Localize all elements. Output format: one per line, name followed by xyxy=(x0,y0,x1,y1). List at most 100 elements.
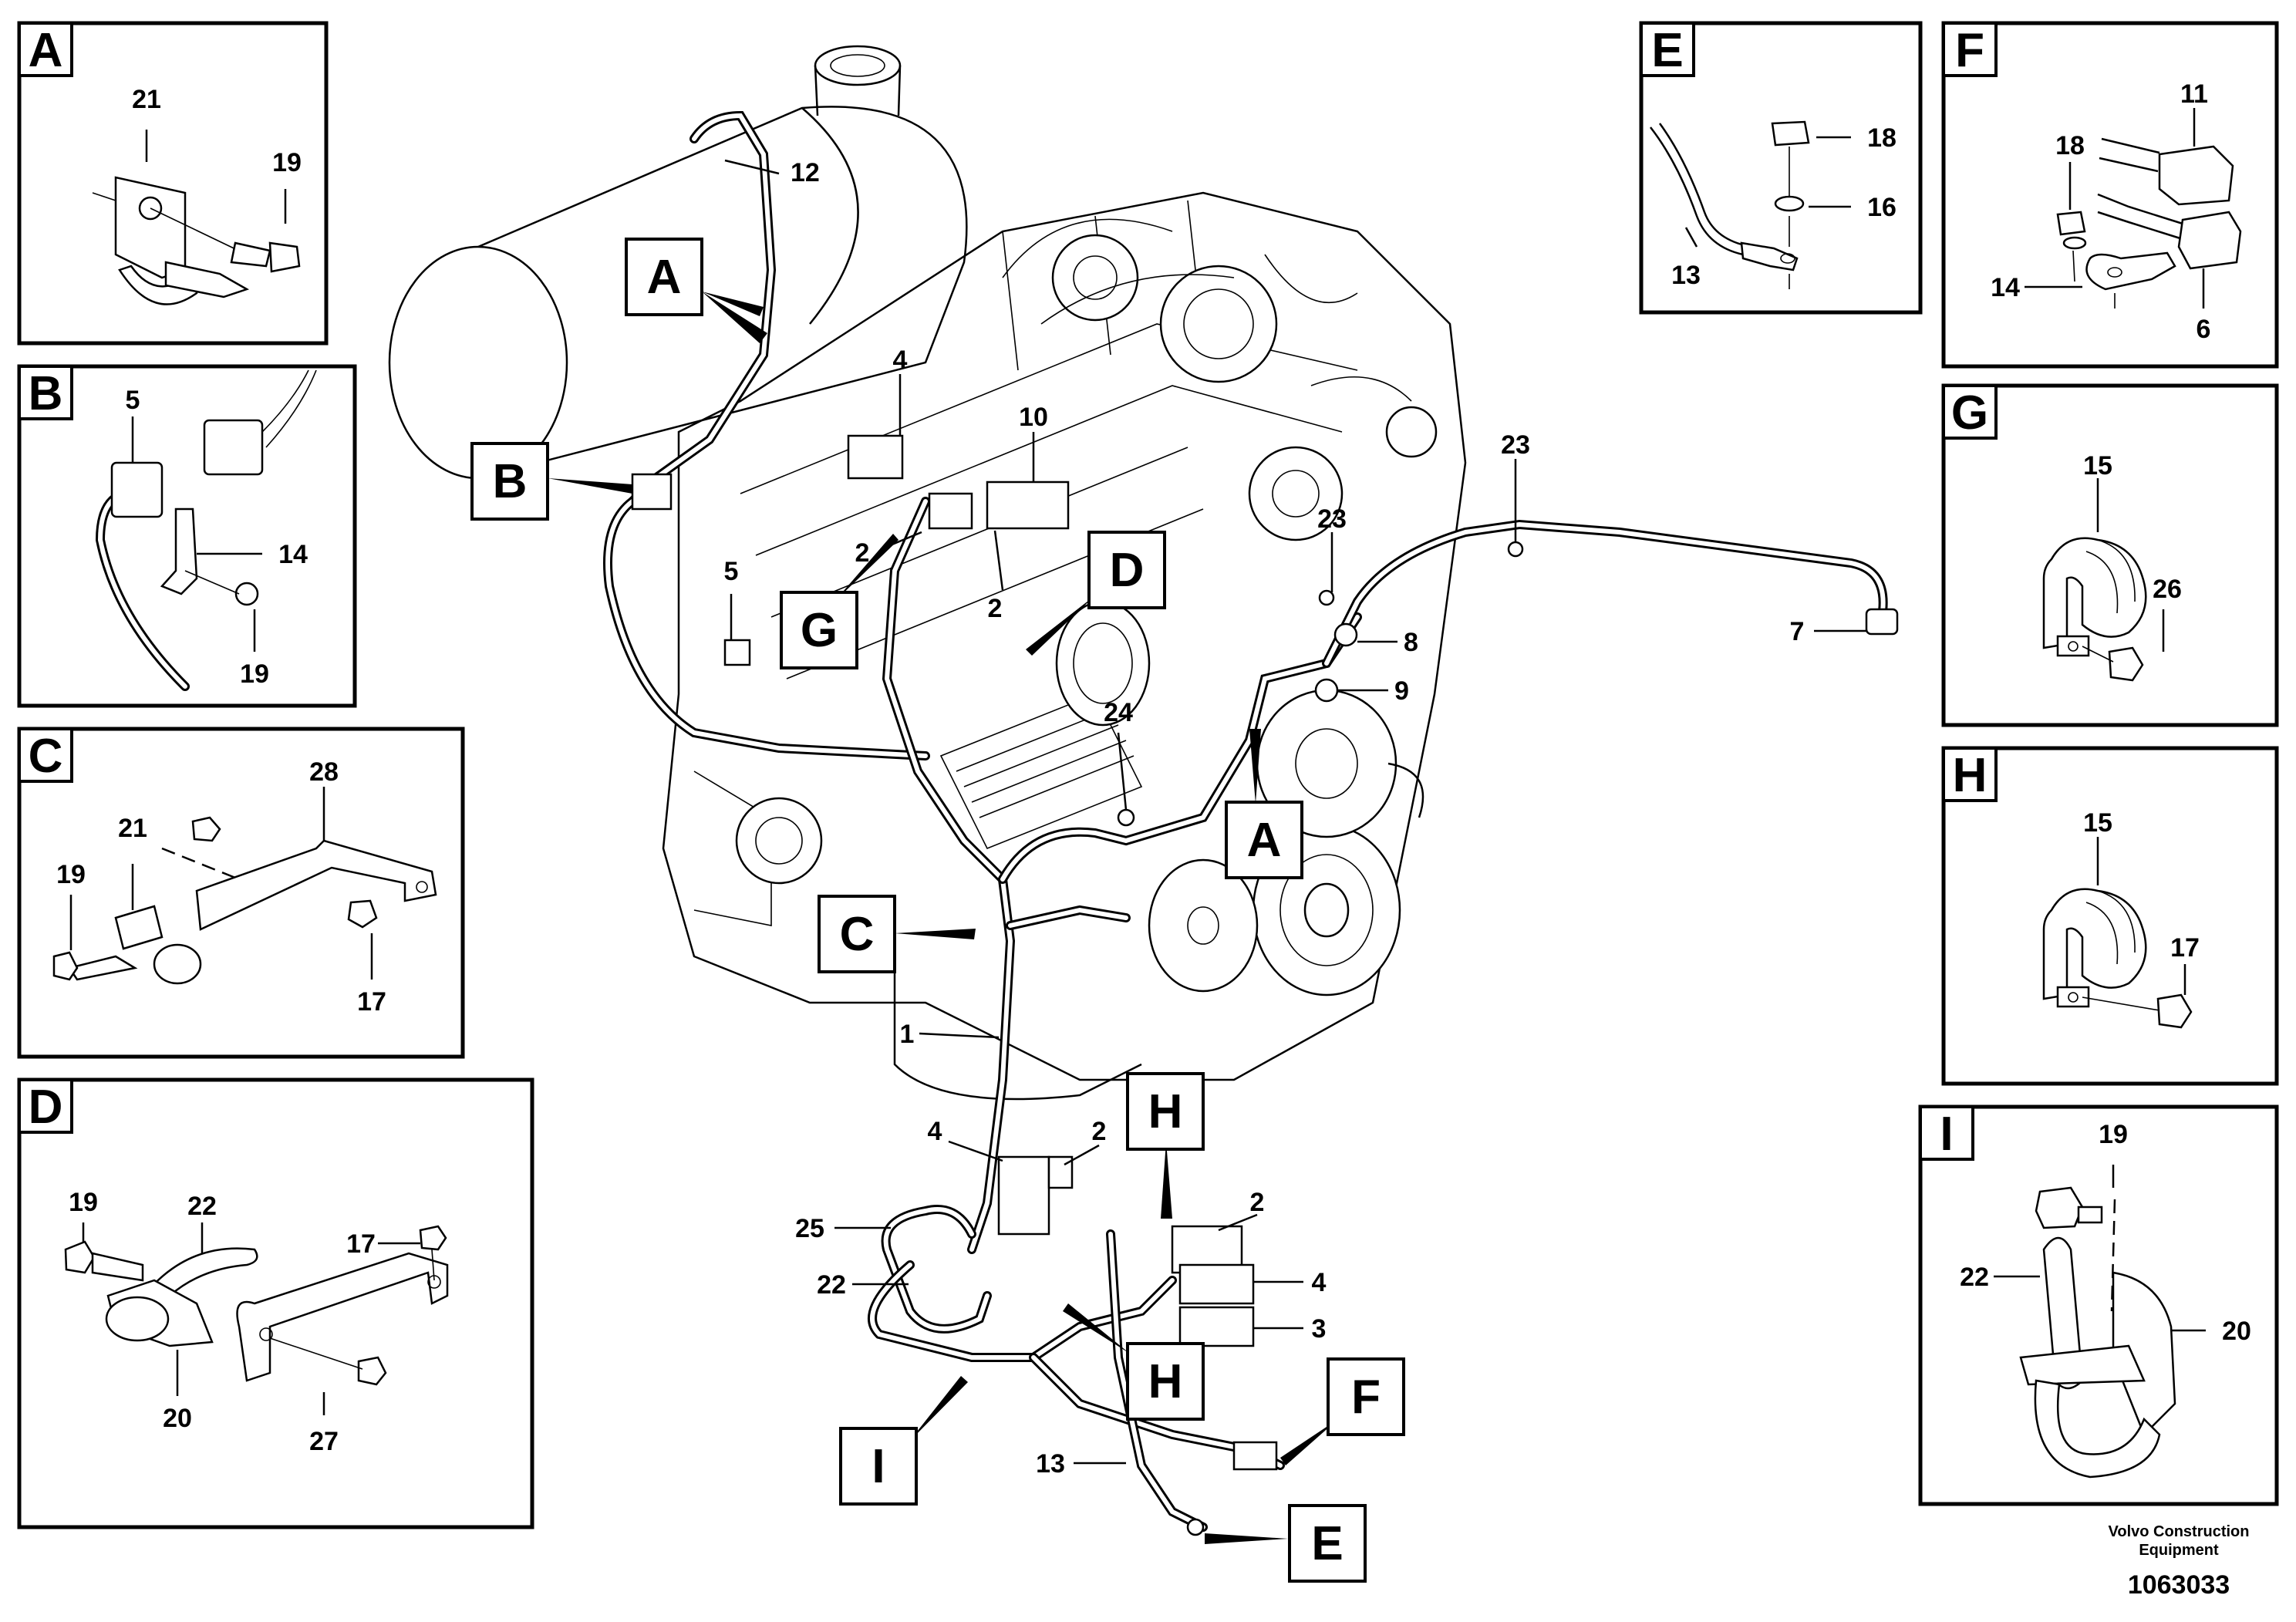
connector-4-bottom xyxy=(997,1155,1050,1236)
detail-view-b: B 5 14 19 xyxy=(17,364,357,708)
engine-alternator xyxy=(1055,600,1151,727)
detail-c-callout-17: 17 xyxy=(357,987,386,1017)
svg-text:C: C xyxy=(840,908,875,961)
callout-7: 7 xyxy=(1790,617,1805,646)
detail-d-callout-19: 19 xyxy=(69,1188,98,1217)
detail-view-f: F 11 18 14 6 xyxy=(1941,21,2279,369)
svg-text:B: B xyxy=(29,367,63,420)
detail-d-callout-22: 22 xyxy=(187,1192,217,1221)
view-marker-a-lower: A xyxy=(1225,729,1303,879)
svg-text:D: D xyxy=(1110,544,1145,597)
detail-view-h: H 15 17 xyxy=(1941,746,2279,1086)
detail-view-d: D 19 22 17 20 27 xyxy=(17,1077,534,1529)
main-view-callouts: 12 4 10 2 2 5 23 23 8 9 7 24 1 4 2 2 25 xyxy=(724,158,1866,1479)
callout-2-bottom: 2 xyxy=(1092,1117,1107,1146)
callout-12: 12 xyxy=(791,158,820,187)
view-marker-h-lower: H xyxy=(1063,1303,1205,1421)
connector-10 xyxy=(986,481,1070,530)
callout-3: 3 xyxy=(1312,1314,1327,1344)
callout-13: 13 xyxy=(1036,1449,1065,1479)
svg-text:H: H xyxy=(1148,1085,1183,1138)
connector-4-top xyxy=(847,434,904,480)
detail-c-callout-19: 19 xyxy=(56,860,86,889)
svg-text:I: I xyxy=(1940,1108,1953,1161)
svg-text:D: D xyxy=(29,1081,63,1134)
svg-text:F: F xyxy=(1955,24,1984,77)
callout-10: 10 xyxy=(1019,403,1048,432)
view-marker-b: B xyxy=(470,442,632,521)
detail-d-callout-17: 17 xyxy=(346,1229,376,1259)
detail-e-callout-16: 16 xyxy=(1867,193,1896,222)
view-marker-f: F xyxy=(1280,1357,1405,1465)
footer: Volvo Construction Equipment 1063033 xyxy=(2109,1523,2250,1600)
detail-i-callout-19: 19 xyxy=(2099,1120,2128,1149)
callout-9: 9 xyxy=(1394,676,1409,706)
detail-f-callout-6: 6 xyxy=(2197,315,2211,344)
credit-line-1: Volvo Construction xyxy=(2109,1523,2250,1540)
detail-view-a: A 21 19 xyxy=(17,21,329,346)
engine-oil-pan xyxy=(893,964,1142,1101)
callout-4: 4 xyxy=(893,346,908,375)
engine-exhaust-drum xyxy=(388,45,968,480)
callout-8: 8 xyxy=(1404,628,1418,657)
wiring-harness xyxy=(603,110,1899,1536)
engine-drawing xyxy=(388,45,1467,1101)
view-marker-e: E xyxy=(1205,1504,1367,1583)
view-marker-c: C xyxy=(818,895,976,973)
view-marker-g: G xyxy=(780,534,899,669)
detail-g-callout-15: 15 xyxy=(2083,451,2112,481)
connector-2-top xyxy=(928,492,973,530)
view-marker-d: D xyxy=(1026,531,1166,656)
callout-5: 5 xyxy=(724,557,739,586)
svg-text:E: E xyxy=(1651,24,1683,77)
callout-23-right: 23 xyxy=(1501,430,1530,460)
callout-24: 24 xyxy=(1104,698,1133,727)
clamp-23-right xyxy=(1507,541,1524,558)
detail-b-callout-14: 14 xyxy=(278,540,308,569)
callout-2-right: 2 xyxy=(1250,1188,1265,1217)
engine-turbo xyxy=(1002,218,1438,541)
connector-9 xyxy=(1314,678,1339,703)
ground-eyelet-24 xyxy=(1117,808,1135,827)
detail-h-callout-15: 15 xyxy=(2083,808,2112,838)
detail-a-callout-19: 19 xyxy=(272,148,302,177)
callout-22: 22 xyxy=(817,1270,846,1300)
detail-c-callout-21: 21 xyxy=(118,814,147,843)
detail-f-callout-11: 11 xyxy=(2180,79,2208,109)
svg-text:G: G xyxy=(1951,386,1988,440)
detail-d-callout-20: 20 xyxy=(163,1404,192,1433)
engine-pulley xyxy=(1148,689,1424,996)
callout-25: 25 xyxy=(795,1214,824,1243)
detail-c-callout-28: 28 xyxy=(309,757,339,787)
connector-4-right xyxy=(1178,1263,1255,1305)
svg-text:H: H xyxy=(1148,1355,1183,1408)
svg-text:C: C xyxy=(29,730,63,783)
callout-23-left: 23 xyxy=(1317,504,1347,534)
detail-b-callout-5: 5 xyxy=(126,386,140,415)
detail-a-callout-21: 21 xyxy=(132,85,161,114)
svg-text:I: I xyxy=(872,1440,885,1493)
detail-i-callout-20: 20 xyxy=(2222,1317,2251,1346)
detail-h-callout-17: 17 xyxy=(2170,933,2200,963)
svg-text:H: H xyxy=(1953,749,1988,802)
connector-b xyxy=(631,473,673,511)
view-marker-a-top: A xyxy=(625,238,767,343)
connector-7 xyxy=(1865,608,1899,636)
svg-text:E: E xyxy=(1311,1517,1343,1570)
detail-e-callout-18: 18 xyxy=(1867,123,1896,153)
detail-d-callout-27: 27 xyxy=(309,1427,339,1456)
callout-2-b: 2 xyxy=(988,594,1003,623)
connector-5-main xyxy=(723,639,751,666)
credit-line-2: Equipment xyxy=(2139,1542,2219,1559)
detail-f-callout-18: 18 xyxy=(2055,131,2085,160)
detail-view-e: E 18 16 13 xyxy=(1639,21,1923,315)
detail-e-callout-13: 13 xyxy=(1671,261,1701,290)
callout-2-a: 2 xyxy=(855,538,870,568)
callout-4-bottom: 4 xyxy=(928,1117,942,1146)
clamp-23-left xyxy=(1318,589,1335,606)
svg-text:A: A xyxy=(1247,814,1282,867)
detail-b-callout-19: 19 xyxy=(240,659,269,689)
document-number: 1063033 xyxy=(2128,1570,2230,1600)
detail-g-callout-26: 26 xyxy=(2153,575,2182,604)
